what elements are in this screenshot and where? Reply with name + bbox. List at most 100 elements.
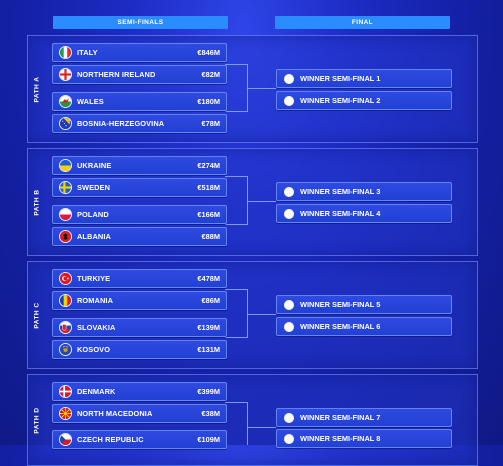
slovakia-flag-icon (59, 321, 72, 334)
team-value: €478M (197, 274, 220, 283)
team-value: €166M (197, 210, 220, 219)
winner-label: WINNER SEMI-FINAL 1 (300, 74, 381, 83)
team-name: NORTH MACEDONIA (77, 409, 153, 418)
italy-flag-icon (59, 46, 72, 59)
connector-line (247, 176, 248, 225)
team-name: WALES (77, 97, 104, 106)
team-name: KOSOVO (77, 345, 111, 354)
winner-label: WINNER SEMI-FINAL 3 (300, 187, 381, 196)
albania-flag-icon (59, 230, 72, 243)
team-value: €82M (201, 70, 221, 79)
connector-line (225, 402, 247, 403)
winner-label: WINNER SEMI-FINAL 8 (300, 434, 381, 443)
team-value: €88M (201, 232, 221, 241)
connector-line (225, 111, 247, 112)
team-value: €139M (197, 323, 220, 332)
connector-line (247, 88, 276, 89)
czech-republic-flag-icon (59, 433, 72, 446)
placeholder-circle-icon (284, 321, 294, 332)
team-name: CZECH REPUBLIC (77, 435, 144, 444)
path-d-label: PATH D (33, 406, 41, 434)
path-c-label: PATH C (33, 301, 41, 329)
team-value: €131M (197, 345, 220, 354)
team-name: ITALY (77, 48, 98, 57)
team-value: €399M (197, 387, 220, 396)
connector-line (225, 176, 247, 177)
team-value: €180M (197, 97, 220, 106)
connector-line (247, 427, 276, 428)
connector-line (225, 64, 247, 65)
placeholder-circle-icon (284, 73, 294, 84)
team-value: €109M (197, 435, 220, 444)
team-name: TURKIYE (77, 274, 111, 283)
connector-line (247, 402, 248, 445)
winner-slot: WINNER SEMI-FINAL 7 (276, 408, 452, 427)
winner-label: WINNER SEMI-FINAL 5 (300, 300, 381, 309)
team-value: €846M (197, 48, 220, 57)
connector-line (247, 201, 276, 202)
winner-label: WINNER SEMI-FINAL 4 (300, 209, 381, 218)
team-name: POLAND (77, 210, 109, 219)
ukraine-flag-icon (59, 159, 72, 172)
team-row-sweden: SWEDEN €518M (52, 178, 227, 197)
team-name: DENMARK (77, 387, 116, 396)
team-value: €274M (197, 161, 220, 170)
team-value: €518M (197, 183, 220, 192)
team-value: €78M (201, 119, 221, 128)
poland-flag-icon (59, 208, 72, 221)
team-name: SLOVAKIA (77, 323, 116, 332)
placeholder-circle-icon (284, 95, 294, 106)
wales-flag-icon (59, 95, 72, 108)
winner-label: WINNER SEMI-FINAL 2 (300, 96, 381, 105)
denmark-flag-icon (59, 385, 72, 398)
team-row-slovakia: SLOVAKIA €139M (52, 318, 227, 337)
winner-label: WINNER SEMI-FINAL 7 (300, 413, 381, 422)
north-macedonia-flag-icon (59, 407, 72, 420)
team-row-romania: ROMANIA €86M (52, 291, 227, 310)
placeholder-circle-icon (284, 299, 294, 310)
winner-slot: WINNER SEMI-FINAL 2 (276, 91, 452, 110)
winner-slot: WINNER SEMI-FINAL 1 (276, 69, 452, 88)
semi-finals-header: SEMI-FINALS (53, 16, 228, 29)
team-row-czech-republic: CZECH REPUBLIC €109M (52, 430, 227, 449)
team-value: €38M (201, 409, 221, 418)
connector-line (225, 224, 247, 225)
team-name: NORTHERN IRELAND (77, 70, 156, 79)
winner-slot: WINNER SEMI-FINAL 6 (276, 317, 452, 336)
placeholder-circle-icon (284, 412, 294, 423)
placeholder-circle-icon (284, 433, 294, 444)
team-name: UKRAINE (77, 161, 112, 170)
final-header: FINAL (275, 16, 450, 29)
winner-slot: WINNER SEMI-FINAL 3 (276, 182, 452, 201)
winner-slot: WINNER SEMI-FINAL 8 (276, 429, 452, 448)
path-b-label: PATH B (33, 188, 41, 216)
turkiye-flag-icon (59, 272, 72, 285)
team-row-kosovo: KOSOVO €131M (52, 340, 227, 359)
team-row-poland: POLAND €166M (52, 205, 227, 224)
team-row-bosnia-herzegovina: BOSNIA-HERZEGOVINA €78M (52, 114, 227, 133)
team-row-turkiye: TURKIYE €478M (52, 269, 227, 288)
team-row-wales: WALES €180M (52, 92, 227, 111)
team-row-ukraine: UKRAINE €274M (52, 156, 227, 175)
team-row-albania: ALBANIA €88M (52, 227, 227, 246)
connector-line (225, 337, 247, 338)
sweden-flag-icon (59, 181, 72, 194)
team-value: €86M (201, 296, 221, 305)
winner-label: WINNER SEMI-FINAL 6 (300, 322, 381, 331)
northern-ireland-flag-icon (59, 68, 72, 81)
placeholder-circle-icon (284, 208, 294, 219)
path-a-label: PATH A (33, 76, 41, 102)
winner-slot: WINNER SEMI-FINAL 5 (276, 295, 452, 314)
connector-line (225, 289, 247, 290)
winner-slot: WINNER SEMI-FINAL 4 (276, 204, 452, 223)
team-row-north-macedonia: NORTH MACEDONIA €38M (52, 404, 227, 423)
bosnia-flag-icon (59, 117, 72, 130)
placeholder-circle-icon (284, 186, 294, 197)
team-row-denmark: DENMARK €399M (52, 382, 227, 401)
connector-line (247, 289, 248, 338)
kosovo-flag-icon (59, 343, 72, 356)
connector-line (247, 314, 276, 315)
team-name: BOSNIA-HERZEGOVINA (77, 119, 165, 128)
team-row-italy: ITALY €846M (52, 43, 227, 62)
romania-flag-icon (59, 294, 72, 307)
